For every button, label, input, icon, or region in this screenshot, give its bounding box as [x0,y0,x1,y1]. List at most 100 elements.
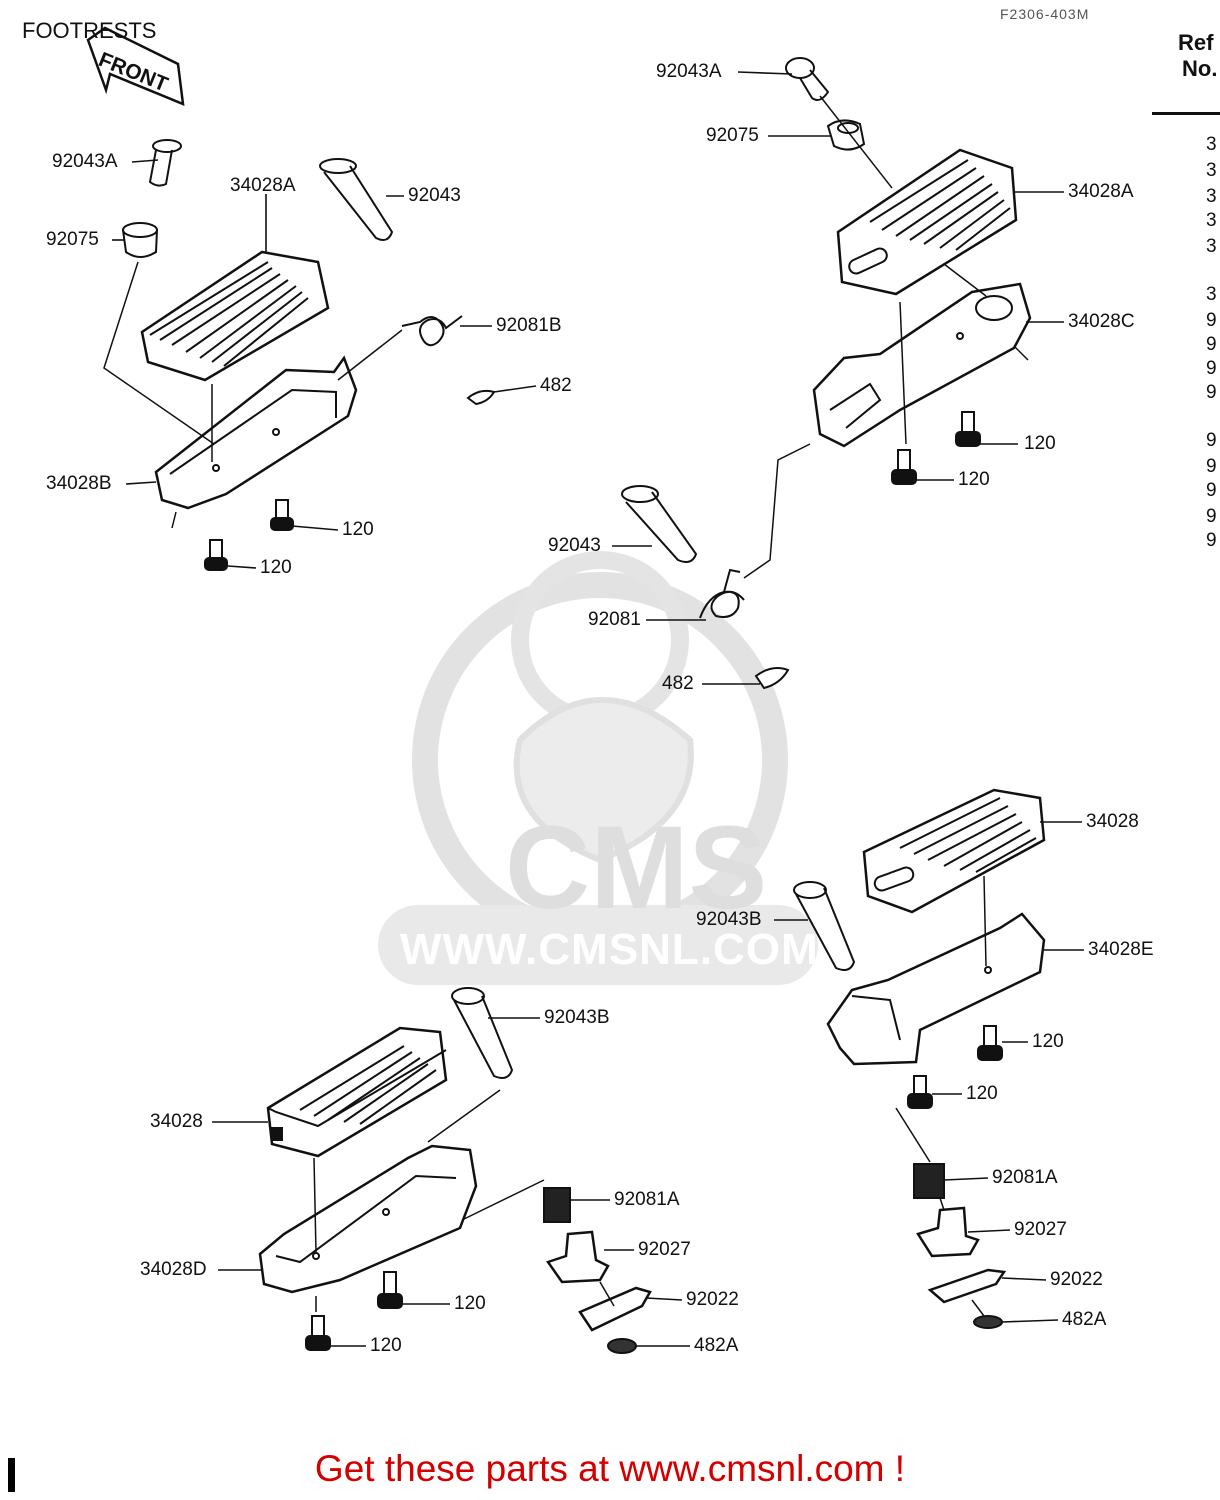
rubber-34028a-tl [140,250,330,382]
clip-482a-br [973,1315,1003,1329]
callout-92027-br: 92027 [1014,1219,1067,1240]
callout-92043b-bl: 92043B [544,1007,610,1028]
callout-92043a-tr: 92043A [656,61,722,82]
rubber-34028a-tr [836,148,1018,296]
footrest-34028b-tl [154,355,358,510]
bolt-120-bl-a [377,1271,403,1309]
callout-120-br-b: 120 [966,1083,998,1104]
ref-digit: 9 [1206,334,1217,355]
callout-34028-bl: 34028 [150,1111,203,1132]
top-right-assembly [743,57,1032,579]
washer-92027-br [916,1206,980,1258]
callout-92022-br: 92022 [1050,1269,1103,1290]
pin-92043a-tr [785,57,830,101]
spring-92081a-br [913,1163,945,1199]
ref-digit: 3 [1206,284,1217,305]
pin-92043b-bl [451,987,514,1079]
callout-34028e-br: 34028E [1088,939,1154,960]
ref-digit: 9 [1206,310,1217,331]
callout-92043-mid: 92043 [548,535,601,556]
callout-92075-tr: 92075 [706,125,759,146]
ref-digit: 9 [1206,480,1217,501]
plate-92022-bl [578,1286,652,1332]
bolt-120-bl-b [305,1315,331,1351]
plate-92022-br [927,1268,1007,1304]
callout-92022-bl: 92022 [686,1289,739,1310]
callout-92081a-bl: 92081A [614,1189,680,1210]
ref-digit: 3 [1206,210,1217,231]
watermark-brand: CMS [505,802,768,934]
top-left-assembly [103,139,496,571]
bottom-right-assembly [793,788,1046,1329]
callout-482a-br: 482A [1062,1309,1107,1330]
ref-digit: 3 [1206,236,1217,257]
bolt-120-br-b [907,1075,933,1109]
callout-92043a-tl: 92043A [52,151,118,172]
spring-92081-mid [699,568,745,619]
ref-digit: 9 [1206,430,1217,451]
ref-digit: 3 [1206,134,1217,155]
ref-digit: 9 [1206,456,1217,477]
footrest-34028c-tr [812,282,1032,448]
callout-482-tl: 482 [540,375,572,396]
pin-92043b-br [793,881,856,971]
washer-92027-bl [546,1230,610,1284]
callout-120-br-a: 120 [1032,1031,1064,1052]
callout-leaders [112,71,1084,1347]
spring-92081b-tl [401,315,463,347]
callout-34028a-tl: 34028A [230,175,296,196]
footrest-34028e-br [826,912,1046,1066]
callout-34028d-bl: 34028D [140,1259,207,1280]
callout-92081-mid: 92081 [588,609,641,630]
bolt-120-tr-b [891,449,917,485]
ref-column-rule [1152,112,1220,115]
bushing-92075-tl [122,222,158,258]
callout-92027-bl: 92027 [638,1239,691,1260]
callout-120-tr-a: 120 [1024,433,1056,454]
ref-column-header-line1: Ref [1178,30,1214,55]
footrest-34028d-bl [258,1144,478,1294]
page-title: FOOTRESTS [22,18,157,43]
callout-92081a-br: 92081A [992,1167,1058,1188]
callout-34028b-tl: 34028B [46,473,112,494]
clip-482-tl [466,389,496,406]
ref-digit: 9 [1206,382,1217,403]
left-edge-bar [8,1458,15,1492]
ref-digit: 3 [1206,186,1217,207]
callout-482a-bl: 482A [694,1335,739,1356]
rubber-34028-bl [266,1026,448,1158]
callout-34028a-tr: 34028A [1068,181,1134,202]
bolt-120-br-a [977,1025,1003,1061]
ref-digit: 9 [1206,530,1217,551]
drawing-code: F2306-403M [1000,6,1090,22]
callout-92075-tl: 92075 [46,229,99,250]
callout-34028-br: 34028 [1086,811,1139,832]
spring-92081a-bl [543,1187,571,1223]
footer-parts-link[interactable]: Get these parts at www.cmsnl.com ! [314,1448,906,1489]
callout-120-tl-a: 120 [342,519,374,540]
watermark-url: WWW.CMSNL.COM [400,925,819,974]
ref-column-header-line2: No. [1182,56,1218,81]
callout-92043b-br: 92043B [696,909,762,930]
callout-34028c-tr: 34028C [1068,311,1135,332]
bolt-120-tl-b [204,539,228,571]
front-arrow-icon [86,26,185,106]
bolt-120-tl-a [270,499,294,531]
callout-120-tr-b: 120 [958,469,990,490]
pin-92043-tl [319,158,394,241]
pin-92043a-tl [148,139,182,187]
rubber-34028-br [862,788,1046,914]
callout-482-mid: 482 [662,673,694,694]
callout-120-tl-b: 120 [260,557,292,578]
middle-parts [621,485,790,690]
bottom-left-assembly [258,987,652,1354]
ref-digit: 3 [1206,160,1217,181]
ref-digit: 9 [1206,506,1217,527]
callout-120-bl-a: 120 [454,1293,486,1314]
callout-92043-tl: 92043 [408,185,461,206]
ref-digit: 9 [1206,358,1217,379]
pin-92043-mid [621,485,698,563]
